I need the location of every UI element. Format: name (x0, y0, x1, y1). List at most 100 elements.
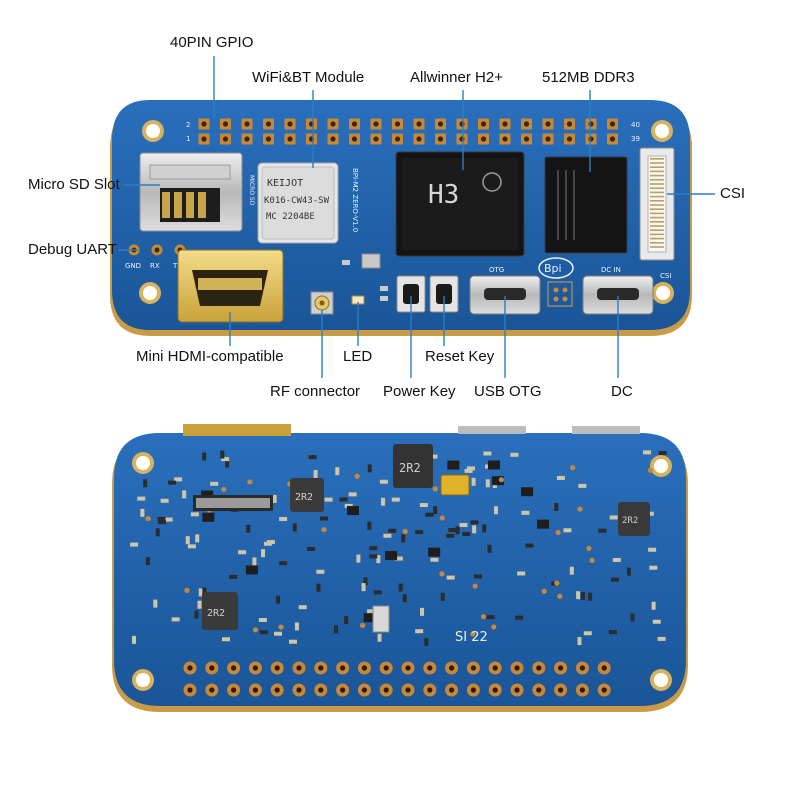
smd-part (238, 550, 247, 555)
via-pad (480, 614, 487, 620)
via-pad (221, 486, 227, 493)
smd-part (383, 533, 392, 538)
smd-part (263, 541, 272, 546)
bottom-pad (488, 661, 502, 675)
silk-gnd: GND (125, 262, 141, 270)
csi-pin (650, 195, 664, 198)
via-pad (555, 529, 561, 536)
smd-part (379, 479, 388, 484)
via-pad (439, 571, 445, 577)
gpio-pad (456, 133, 468, 145)
wifi-marking-line1: KEIJOT (267, 178, 303, 189)
via-pad (541, 588, 547, 594)
label-ddr: 512MB DDR3 (542, 69, 635, 86)
smd-part (153, 599, 158, 608)
gpio-pad (542, 133, 554, 145)
bottom-pad (248, 661, 262, 675)
smd-part (554, 503, 559, 512)
via-pad (184, 587, 190, 593)
smd-part (630, 613, 635, 622)
smd-part (394, 556, 403, 561)
bottom-pad (248, 683, 262, 697)
smd-part (292, 523, 297, 532)
silk-pin-40: 40 (631, 121, 640, 129)
label-usb: USB OTG (474, 383, 542, 400)
gpio-pad (456, 118, 468, 130)
via-pad (439, 515, 445, 521)
ddr-chip (544, 156, 628, 254)
bottom-pad (357, 683, 371, 697)
smd-part (486, 615, 495, 620)
csi-pin (650, 158, 664, 160)
reset-key-part (429, 275, 459, 313)
smd-part (658, 450, 667, 455)
bottom-pad (292, 683, 306, 697)
smd-part (525, 543, 534, 548)
smd-part (576, 591, 581, 600)
bottom-pad (183, 683, 197, 697)
smd-part (289, 639, 298, 644)
smd-part (464, 468, 473, 473)
smd-part (651, 601, 656, 610)
smd-part (369, 554, 378, 559)
smd-ic (491, 476, 504, 486)
bottom-pad (597, 661, 611, 675)
smd-part (316, 583, 321, 592)
label-uart: Debug UART (28, 241, 117, 258)
gpio-pad (478, 133, 489, 145)
smd-part (261, 549, 266, 558)
gpio-pad (284, 133, 296, 145)
bottom-pad (510, 683, 524, 697)
silk-logo: Bpi (544, 262, 562, 275)
label-sd: Micro SD Slot (28, 176, 120, 193)
top-mounting-holes (139, 120, 674, 304)
smd-components (130, 450, 667, 647)
smd-part (132, 635, 137, 644)
smd-part (563, 528, 572, 533)
smd-part (275, 595, 280, 604)
via-pad (321, 527, 327, 533)
smd-part (185, 536, 190, 545)
smd-part (424, 638, 429, 647)
micro-sd-slot (139, 152, 243, 232)
smd-part (487, 544, 492, 553)
via-pad (247, 479, 253, 485)
via-pad (491, 624, 497, 630)
via-pad (354, 473, 360, 479)
bottom-pad (314, 661, 328, 675)
via-pad (647, 467, 654, 473)
smd-part (583, 631, 592, 636)
smd-part (381, 497, 386, 506)
bottom-pad (336, 661, 350, 675)
label-rf: RF connector (270, 383, 361, 400)
csi-pin (650, 229, 664, 231)
bottom-pad (466, 683, 480, 697)
smd-part (521, 510, 530, 515)
hdmi-edge (183, 424, 291, 436)
csi-pin (650, 208, 664, 210)
gpio-pad (435, 118, 446, 130)
smd-part (298, 605, 307, 610)
csi-pin (650, 162, 664, 164)
smd-part (367, 521, 372, 530)
smd-part (482, 524, 487, 533)
wifi-bt-module: KEIJOT K016-CW43-SW MC 2204BE (257, 162, 339, 244)
smd-part (446, 575, 455, 580)
smd-part (344, 503, 353, 508)
smd-part (197, 600, 202, 609)
bottom-gpio-pads (183, 661, 611, 697)
smd-part (157, 516, 166, 521)
smd-part (195, 534, 200, 543)
bottom-pad (336, 683, 350, 697)
bottom-pad (554, 683, 568, 697)
gpio-pad (564, 133, 575, 145)
smd-part (556, 475, 565, 480)
bottom-pad (401, 683, 415, 697)
smd-part (252, 557, 257, 566)
smd-part (334, 625, 338, 634)
gpio-pad (284, 118, 296, 130)
smd-part (137, 496, 146, 501)
bottom-pad (357, 661, 371, 675)
bottom-pad (575, 683, 589, 697)
silk-pin-1: 1 (186, 135, 190, 143)
